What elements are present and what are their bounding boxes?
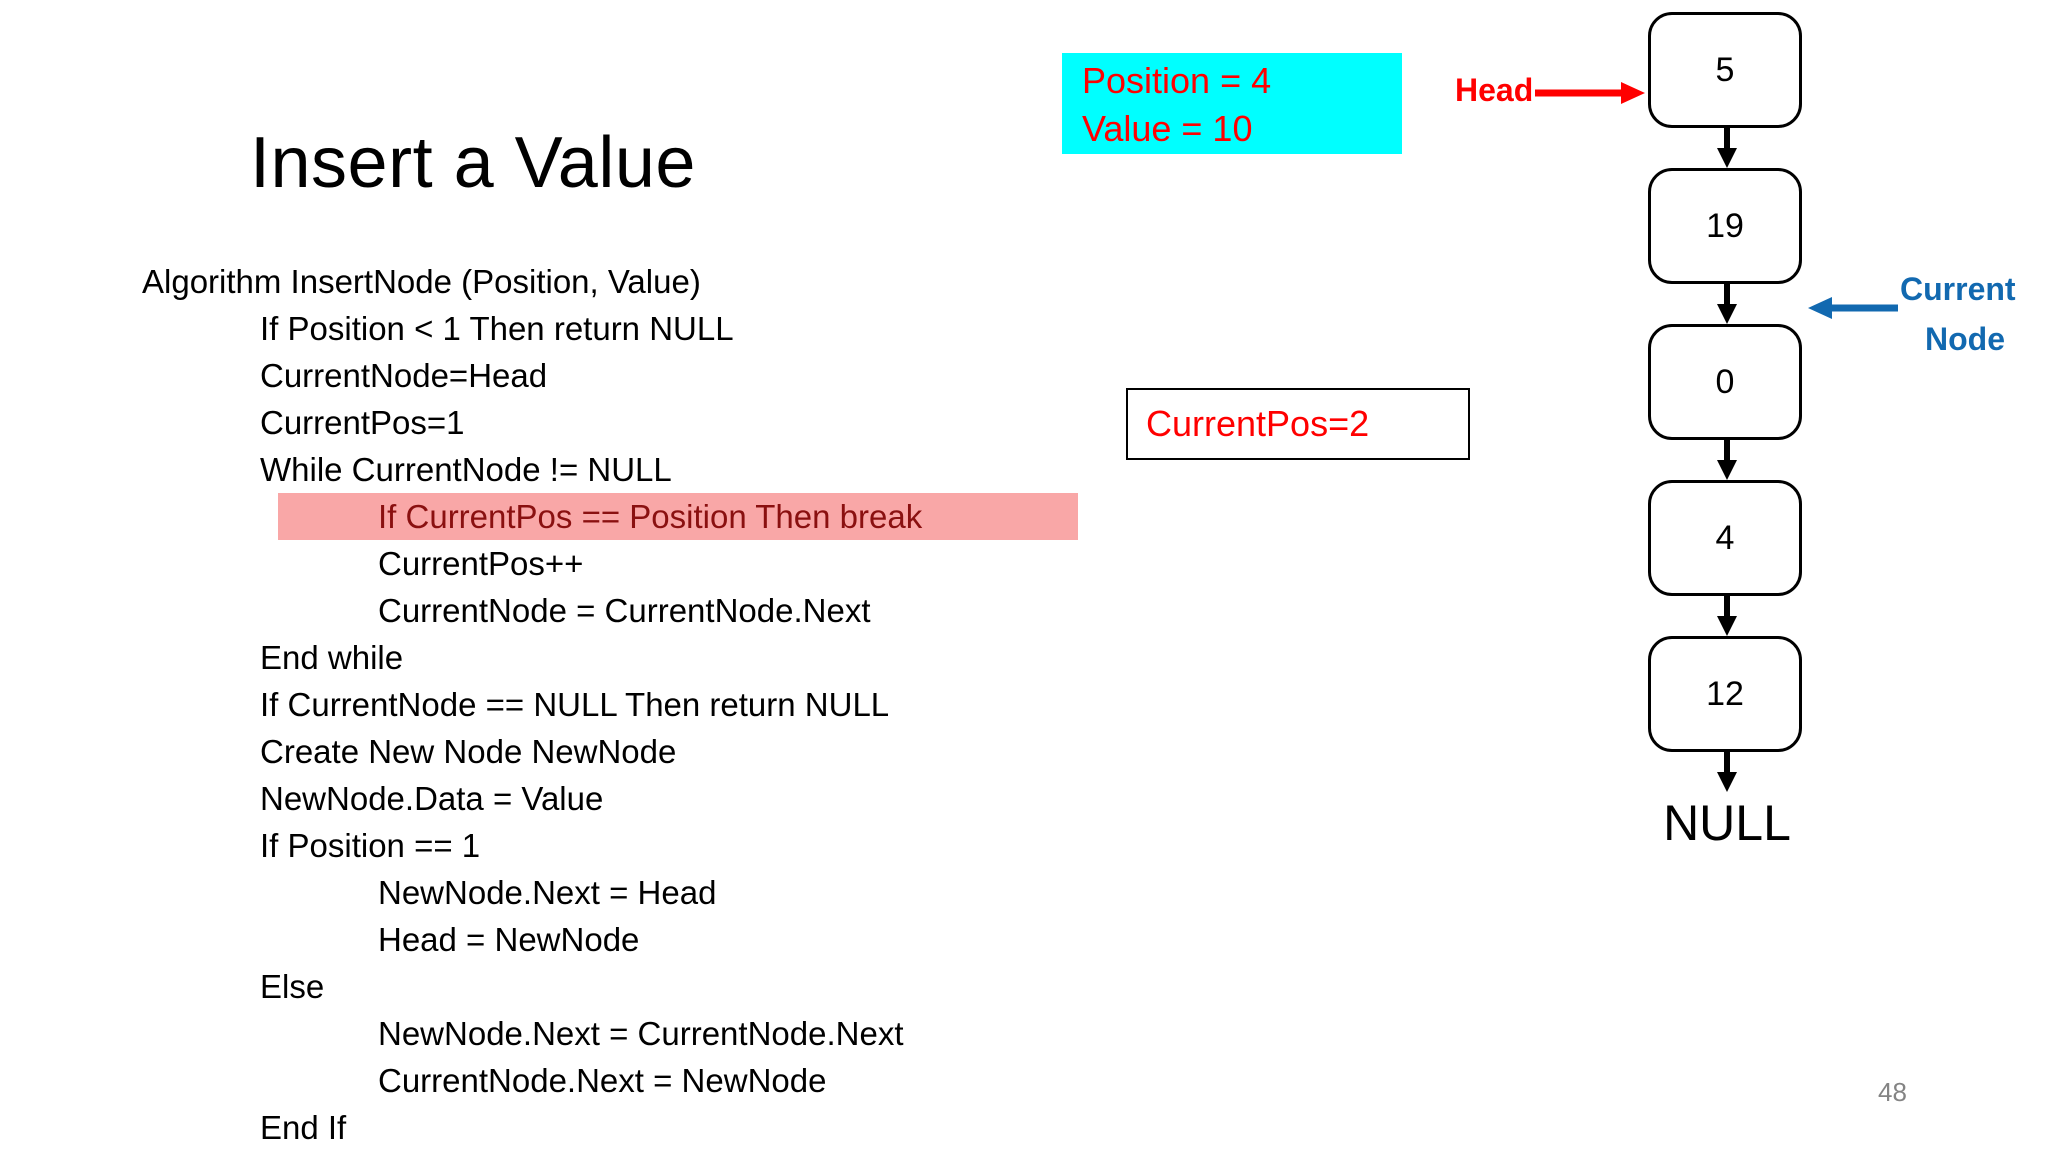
null-terminator: NULL [1663,795,1791,851]
code-line-text: If Position < 1 Then return NULL [260,310,734,347]
list-node-box: 0 [1648,324,1802,440]
list-node-box: 4 [1648,480,1802,596]
next-pointer-arrow-icon [1717,284,1737,324]
code-line-text: NewNode.Next = CurrentNode.Next [378,1015,904,1052]
code-line-text: NewNode.Next = Head [378,874,717,911]
code-line: CurrentNode = CurrentNode.Next [142,587,1062,634]
code-line-text: While CurrentNode != NULL [260,451,672,488]
code-line-text: CurrentNode.Next = NewNode [378,1062,827,1099]
next-pointer-arrow-icon [1717,596,1737,636]
code-line: While CurrentNode != NULL [142,446,1062,493]
current-node-arrow-icon [1808,297,1898,319]
page-title: Insert a Value [250,123,696,203]
list-node-box: 5 [1648,12,1802,128]
current-node-label-line2: Node [1925,321,2005,357]
parameter-box: Position = 4 Value = 10 [1062,53,1402,154]
currentpos-status-label: CurrentPos=2 [1146,403,1370,444]
code-line-text: If CurrentNode == NULL Then return NULL [260,686,890,723]
list-node-value: 12 [1706,674,1744,713]
code-line-text: NewNode.Data = Value [260,780,604,817]
slide-number: 48 [1878,1077,1907,1107]
code-line: If Position == 1 [142,822,1062,869]
next-pointer-arrow-icon [1717,440,1737,480]
list-node: 0 [1648,324,1806,440]
list-node-box: 19 [1648,168,1802,284]
code-line: NewNode.Data = Value [142,775,1062,822]
code-line-text: End while [260,639,404,676]
code-line-highlighted: If CurrentPos == Position Then break [278,493,1078,540]
list-node-value: 4 [1715,518,1735,557]
list-node-value: 0 [1715,362,1735,401]
code-line-text: CurrentPos++ [378,545,584,582]
code-line-text: Create New Node NewNode [260,733,677,770]
code-line: Else [142,963,1062,1010]
code-line-text: Algorithm InsertNode (Position, Value) [142,263,701,300]
code-line: Create New Node NewNode [142,728,1062,775]
head-label: Head [1455,72,1534,108]
code-line-text: If Position == 1 [260,827,481,864]
code-line: Algorithm InsertNode (Position, Value) [142,258,1062,305]
code-line-text: If CurrentPos == Position Then break [378,498,923,535]
code-line-text: Else [260,968,325,1005]
code-line-text: Head = NewNode [378,921,640,958]
next-pointer-arrow-icon [1717,752,1737,792]
list-node: 5 [1648,12,1806,128]
list-node-value: 19 [1706,206,1744,245]
code-line: CurrentPos++ [142,540,1062,587]
algorithm-code-block: Algorithm InsertNode (Position, Value) If… [142,258,1078,1151]
code-line: CurrentPos=1 [142,399,1062,446]
code-line: Head = NewNode [142,916,1062,963]
list-node-box: 12 [1648,636,1802,752]
list-node: 4 [1648,480,1806,596]
code-line: If CurrentNode == NULL Then return NULL [142,681,1062,728]
code-line: NewNode.Next = Head [142,869,1062,916]
list-node: 12 [1648,636,1806,752]
list-node: 19 [1648,168,1806,284]
head-arrow-icon [1535,82,1645,104]
code-line: End while [142,634,1062,681]
current-node-label-line1: Current [1900,271,2016,307]
currentpos-status-box: CurrentPos=2 [1126,388,1470,460]
parameter-value: Value = 10 [1082,108,1253,149]
code-line: CurrentNode=Head [142,352,1062,399]
parameter-position: Position = 4 [1082,60,1272,101]
code-line: CurrentNode.Next = NewNode [142,1057,1062,1104]
code-line-text: CurrentNode = CurrentNode.Next [378,592,871,629]
code-line-text: CurrentNode=Head [260,357,548,394]
code-line: NewNode.Next = CurrentNode.Next [142,1010,1062,1057]
list-node-value: 5 [1715,50,1735,89]
code-line-text: CurrentPos=1 [260,404,465,441]
code-line-text: End If [260,1109,347,1146]
code-line: End If [142,1104,1062,1151]
current-node-label: Current Node [1900,264,2016,364]
next-pointer-arrow-icon [1717,128,1737,168]
code-line: If Position < 1 Then return NULL [142,305,1062,352]
